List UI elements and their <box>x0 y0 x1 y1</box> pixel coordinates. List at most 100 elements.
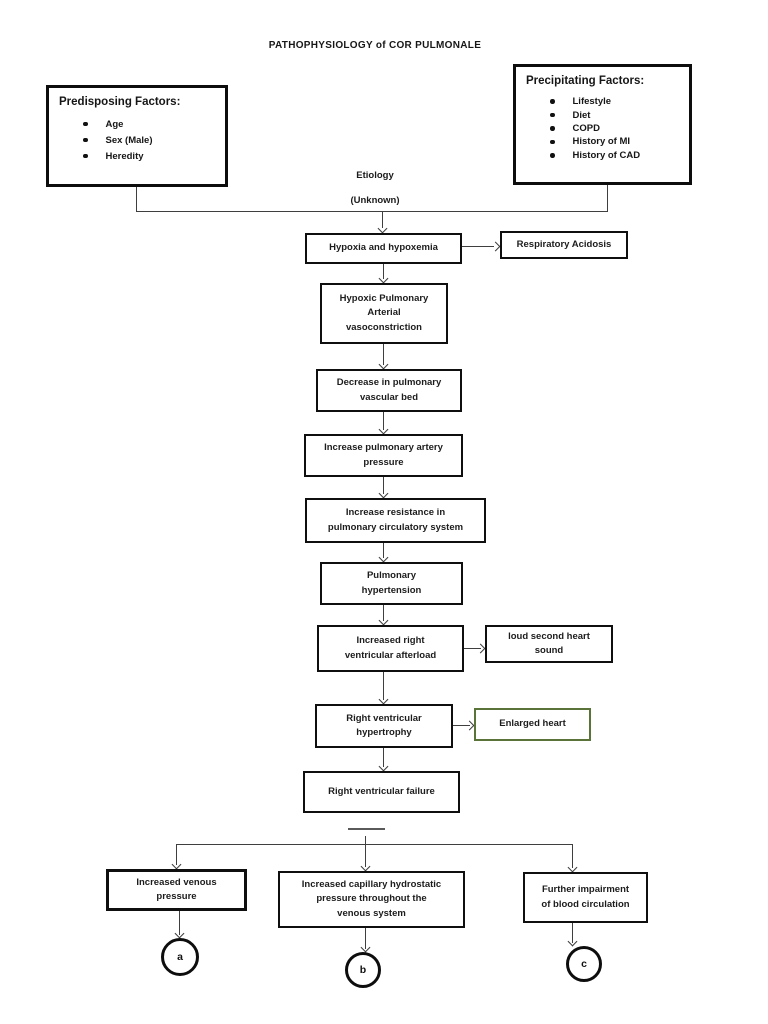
predisposing-heading: Predisposing Factors: <box>59 96 181 108</box>
list-item-label: History of CAD <box>572 149 641 161</box>
list-item-label: Lifestyle <box>572 96 612 108</box>
flow-node-label: Hypoxic Pulmonary Arterial vasoconstrict… <box>339 293 429 333</box>
flow-node-label: Further impairment of blood circulation <box>541 884 630 910</box>
list-item: Heredity <box>57 148 217 164</box>
arrowhead-down-icon <box>567 862 578 873</box>
flow-node-rv-hypertrophy: Right ventricular hypertrophy <box>315 704 453 748</box>
flow-node-label: Hypoxia and hypoxemia <box>329 242 438 254</box>
connector-line <box>572 923 574 943</box>
connector-line <box>462 246 494 248</box>
predisposing-list: Age Sex (Male) Heredity <box>57 116 217 164</box>
page-title: PATHOPHYSIOLOGY of COR PULMONALE <box>268 40 482 51</box>
bullet-dot <box>83 121 88 127</box>
flow-node-label: Pulmonary hypertension <box>361 570 422 596</box>
arrowhead-down-icon <box>567 936 578 947</box>
connector-line <box>572 844 574 868</box>
flow-node-decreased-vascular-bed: Decrease in pulmonary vascular bed <box>316 369 462 412</box>
flow-node-hypoxic-vasoconstriction: Hypoxic Pulmonary Arterial vasoconstrict… <box>320 283 448 344</box>
connector-line <box>383 344 385 365</box>
connector-line <box>383 543 385 558</box>
connector-line <box>365 836 367 846</box>
bullet-dot <box>550 153 555 158</box>
bullet-dot <box>550 112 555 118</box>
list-item: Lifestyle <box>524 95 681 108</box>
bullet-dot <box>83 137 88 143</box>
connector-line <box>464 648 481 650</box>
predisposing-factors-box: Predisposing Factors: Age Sex (Male) Her… <box>46 85 228 187</box>
arrowhead-down-icon <box>378 359 389 370</box>
flow-node-label: loud second heart sound <box>508 630 590 656</box>
flow-node-pulmonary-hypertension: Pulmonary hypertension <box>320 562 463 605</box>
flow-node-increased-pa-pressure: Increase pulmonary artery pressure <box>304 434 463 477</box>
bullet-dot <box>550 126 555 131</box>
terminal-circle-a: a <box>161 938 199 976</box>
flow-node-label: Decrease in pulmonary vascular bed <box>336 377 442 403</box>
arrowhead-down-icon <box>171 859 182 870</box>
flow-node-loud-second-heart-sound: loud second heart sound <box>485 625 613 663</box>
list-item-label: Sex (Male) <box>105 134 153 146</box>
arrowhead-down-icon <box>378 488 389 499</box>
connector-line <box>453 725 470 727</box>
circle-label: c <box>581 958 587 970</box>
circle-label: b <box>359 964 367 976</box>
flow-node-increased-rv-afterload: Increased right ventricular afterload <box>317 625 464 672</box>
connector-line <box>383 672 385 700</box>
terminal-circle-b: b <box>345 952 381 988</box>
etiology-label: Etiology <box>356 170 394 181</box>
flow-node-enlarged-heart: Enlarged heart <box>474 708 591 741</box>
flow-node-label: Increased right ventricular afterload <box>344 635 437 661</box>
precipitating-heading: Precipitating Factors: <box>526 75 645 87</box>
arrowhead-down-icon <box>378 552 389 563</box>
arrowhead-down-icon <box>378 761 389 772</box>
flow-node-increased-resistance: Increase resistance in pulmonary circula… <box>305 498 486 543</box>
list-item-label: History of MI <box>572 136 631 148</box>
arrowhead-down-icon <box>360 942 371 953</box>
arrowhead-down-icon <box>174 928 185 939</box>
etiology-unknown-label: (Unknown) <box>350 195 400 206</box>
list-item-label: COPD <box>572 122 600 134</box>
connector-line <box>176 844 178 865</box>
list-item-label: Heredity <box>105 150 144 162</box>
connector-line <box>383 264 385 279</box>
outcome-node-impaired-circulation: Further impairment of blood circulation <box>523 872 648 923</box>
flow-node-label: Increased venous pressure <box>136 876 217 902</box>
flow-node-label: Right ventricular failure <box>328 785 435 797</box>
arrowhead-right-icon <box>475 643 486 654</box>
flow-node-hypoxia: Hypoxia and hypoxemia <box>305 233 462 264</box>
arrowhead-right-icon <box>490 241 501 252</box>
bullet-dot <box>550 99 555 104</box>
circle-label: a <box>177 951 183 963</box>
terminal-circle-c: c <box>566 946 602 982</box>
flow-node-label: Increased capillary hydrostatic pressure… <box>301 879 442 919</box>
connector-line <box>365 928 367 949</box>
connector-line <box>136 187 138 212</box>
arrowhead-down-icon <box>360 861 371 872</box>
connector-line <box>365 844 367 867</box>
outcome-node-capillary-hydrostatic-pressure: Increased capillary hydrostatic pressure… <box>278 871 465 928</box>
list-item: Age <box>57 116 217 132</box>
list-item: COPD <box>524 122 681 135</box>
arrowhead-down-icon <box>378 694 389 705</box>
connector-line <box>607 185 609 212</box>
bullet-dot <box>550 139 555 145</box>
list-item-label: Diet <box>572 109 591 121</box>
precipitating-factors-box: Precipitating Factors: Lifestyle Diet CO… <box>513 64 692 185</box>
flow-node-label: Respiratory Acidosis <box>516 238 612 250</box>
outcome-node-increased-venous-pressure: Increased venous pressure <box>106 869 247 911</box>
arrowhead-down-icon <box>378 424 389 435</box>
connector-line <box>383 748 385 767</box>
list-item: History of MI <box>524 135 681 148</box>
connector-line <box>383 605 385 621</box>
list-item: Sex (Male) <box>57 132 217 148</box>
list-item: Diet <box>524 108 681 121</box>
list-item-label: Age <box>105 118 124 130</box>
list-item: History of CAD <box>524 149 681 162</box>
connector-line <box>136 211 608 213</box>
connector-line <box>383 477 385 494</box>
connector-line <box>176 844 573 846</box>
bullet-dot <box>83 153 88 159</box>
arrowhead-down-icon <box>377 223 388 234</box>
arrowhead-down-icon <box>378 615 389 626</box>
flow-node-label: Enlarged heart <box>499 718 566 730</box>
flow-node-label: Increase resistance in pulmonary circula… <box>327 507 464 533</box>
